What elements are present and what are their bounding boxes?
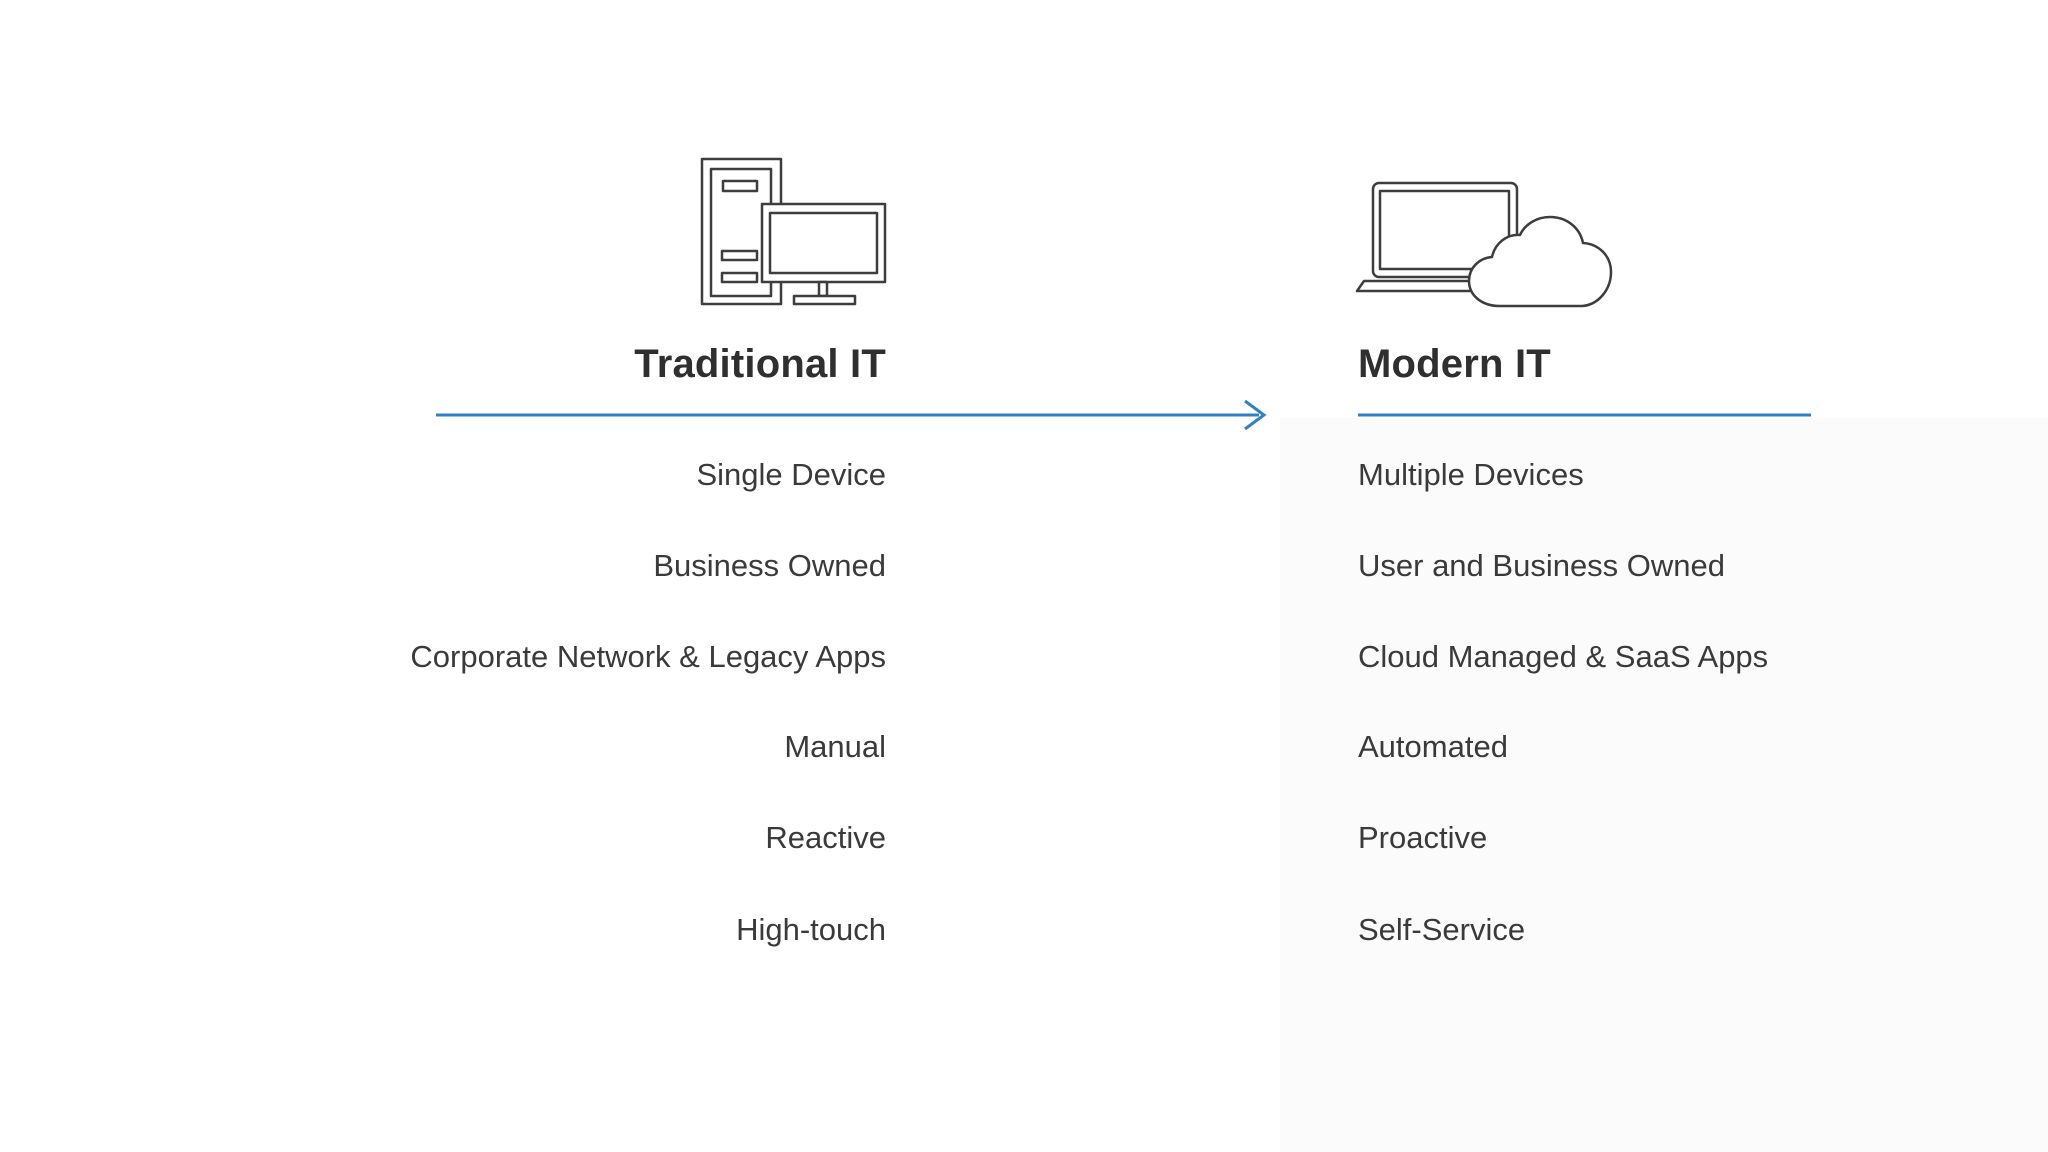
list-item: High-touch [736, 912, 886, 947]
list-item: Single Device [696, 457, 886, 492]
modern-it-background-panel [1280, 418, 2048, 1152]
list-item: Business Owned [653, 548, 886, 583]
laptop-cloud-icon [1355, 181, 1613, 308]
list-item: Corporate Network & Legacy Apps [410, 639, 886, 674]
transition-arrow [436, 399, 1267, 431]
rules-layer [436, 399, 1811, 431]
list-item: Reactive [765, 820, 886, 855]
traditional-it-title: Traditional IT [634, 342, 886, 386]
desktop-computer-icon [700, 157, 887, 306]
list-item: Manual [784, 729, 886, 764]
modern-it-title: Modern IT [1358, 342, 1551, 386]
